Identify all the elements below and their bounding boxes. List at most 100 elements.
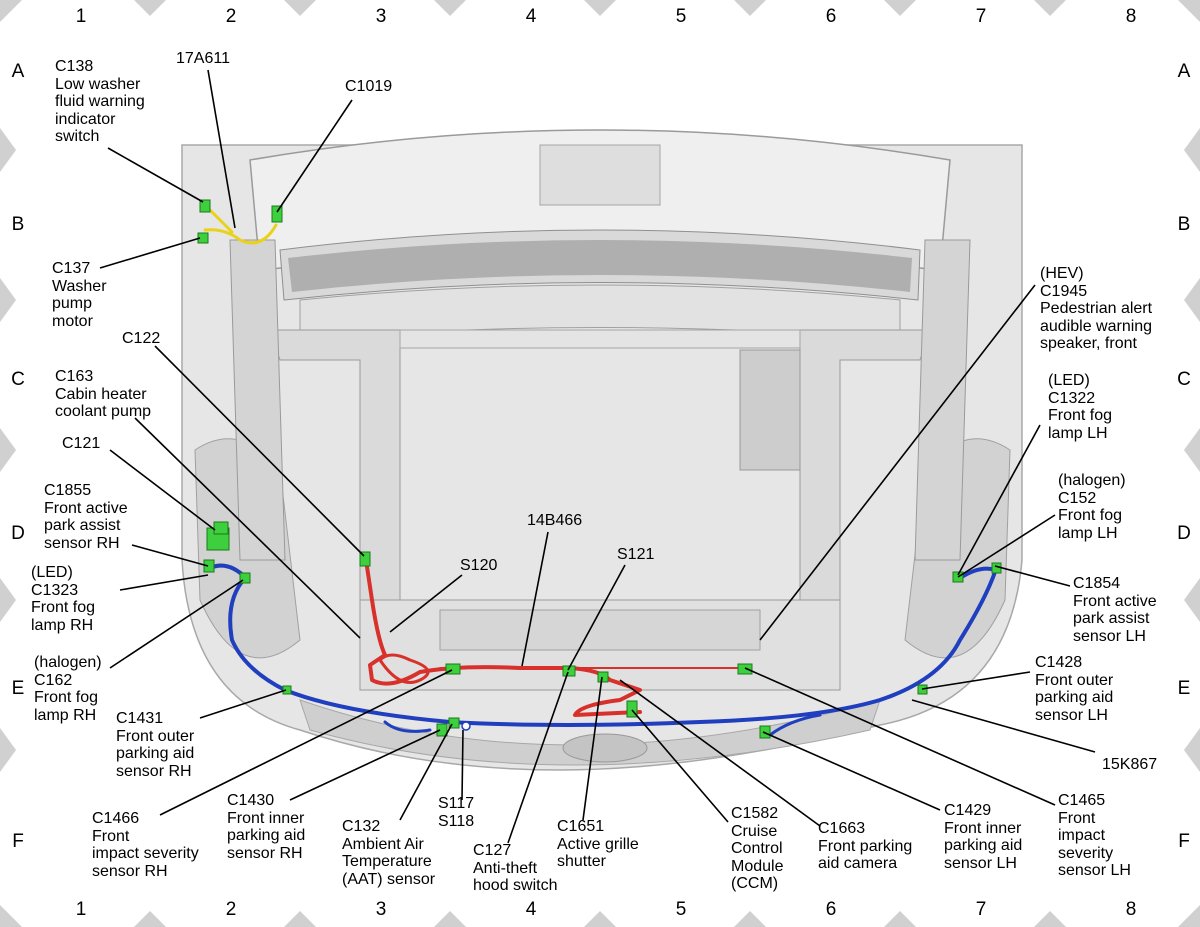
connector-c1466 bbox=[445, 663, 461, 675]
callout-c1019: C1019 bbox=[345, 78, 393, 95]
callout-17a611: 17A611 bbox=[176, 50, 230, 67]
grid-row-f-left: F bbox=[12, 831, 24, 852]
splice-s117 bbox=[461, 721, 471, 731]
grid-row-b-right: B bbox=[1177, 214, 1191, 235]
connector-c1430 bbox=[436, 723, 448, 737]
leader-c1431 bbox=[199, 689, 287, 719]
grid-col-3-bottom: 3 bbox=[375, 899, 387, 920]
callout-c1322: (LED) C1322 Front fog lamp LH bbox=[1048, 372, 1113, 442]
leader-c1663 bbox=[619, 679, 821, 827]
grid-col-1-top: 1 bbox=[75, 6, 87, 27]
leader-c1428 bbox=[921, 671, 1031, 690]
callout-15k867: 15K867 bbox=[1102, 756, 1158, 773]
callout-c163: C163 Cabin heater coolant pump bbox=[55, 368, 152, 420]
grid-row-d-left: D bbox=[11, 523, 25, 544]
grid-col-6-top: 6 bbox=[825, 6, 837, 27]
leader-c1465 bbox=[744, 667, 1056, 806]
callout-c1466: C1466 Front impact severity sensor RH bbox=[92, 810, 199, 880]
callout-c127: C127 Anti-theft hood switch bbox=[473, 842, 558, 894]
leader-c1429 bbox=[762, 731, 941, 811]
callout-c1431: C1431 Front outer parking aid sensor RH bbox=[116, 710, 195, 780]
connector-c162 bbox=[239, 572, 251, 584]
leader-c1651 bbox=[582, 676, 603, 821]
grid-row-c-right: C bbox=[1177, 369, 1191, 390]
callout-c1651: C1651 Active grille shutter bbox=[557, 818, 639, 870]
grid-col-4-top: 4 bbox=[525, 6, 537, 27]
callout-c1465: C1465 Front impact severity sensor LH bbox=[1058, 792, 1131, 879]
grid-row-c-left: C bbox=[11, 369, 25, 390]
grid-row-a-left: A bbox=[11, 61, 25, 82]
grid-row-e-right: E bbox=[1177, 678, 1191, 699]
grid-row-f-right: F bbox=[1178, 831, 1190, 852]
leader-c121 bbox=[109, 449, 216, 531]
leader-c1323 bbox=[119, 574, 209, 591]
grid-col-8-top: 8 bbox=[1125, 6, 1137, 27]
leader-c138 bbox=[107, 147, 204, 203]
connector-c1323 bbox=[203, 559, 215, 573]
leader-s121 bbox=[567, 564, 626, 671]
grid-col-2-top: 2 bbox=[225, 6, 237, 27]
leader-c1945 bbox=[759, 284, 1036, 641]
callout-c1429: C1429 Front inner parking aid sensor LH bbox=[944, 802, 1023, 872]
grid-row-a-right: A bbox=[1177, 61, 1191, 82]
grid-col-5-top: 5 bbox=[675, 6, 687, 27]
callout-c1323: (LED) C1323 Front fog lamp RH bbox=[31, 564, 96, 634]
connector-c1019 bbox=[271, 205, 283, 223]
leader-s117 bbox=[461, 729, 464, 801]
leader-c127 bbox=[507, 671, 569, 844]
grid-col-8-bottom: 8 bbox=[1125, 899, 1137, 920]
leader-17a611 bbox=[207, 69, 236, 229]
leader-c1322 bbox=[957, 424, 1041, 576]
leader-s120 bbox=[389, 574, 463, 633]
connector-c122 bbox=[359, 551, 371, 567]
callout-c138: C138 Low washer fluid warning indicator … bbox=[55, 58, 145, 145]
callout-c137: C137 Washer pump motor bbox=[52, 260, 107, 330]
grid-row-b-left: B bbox=[11, 214, 25, 235]
leader-c1855 bbox=[131, 544, 209, 567]
callout-c152: (halogen) C152 Front fog lamp LH bbox=[1058, 472, 1126, 542]
leader-c122 bbox=[154, 345, 365, 557]
leader-c163 bbox=[134, 417, 361, 639]
leader-c1854 bbox=[994, 565, 1071, 587]
leader-c1466 bbox=[159, 669, 453, 816]
connector-c1663 bbox=[737, 663, 753, 675]
connector-c127 bbox=[562, 665, 576, 677]
callout-c121: C121 bbox=[62, 435, 101, 452]
leader-c132 bbox=[399, 723, 453, 821]
connector-c1651 bbox=[597, 671, 609, 683]
callout-s117: S117 S118 bbox=[438, 795, 475, 830]
callout-c1663: C1663 Front parking aid camera bbox=[818, 820, 913, 872]
grid-col-7-bottom: 7 bbox=[975, 899, 987, 920]
harness-red-loop bbox=[378, 653, 430, 684]
callout-c122: C122 bbox=[122, 330, 161, 347]
grid-col-4-bottom: 4 bbox=[525, 899, 537, 920]
callout-c162: (halogen) C162 Front fog lamp RH bbox=[34, 654, 102, 724]
connector-c132 bbox=[448, 717, 460, 729]
leader-c162 bbox=[109, 579, 244, 669]
callout-c1430: C1430 Front inner parking aid sensor RH bbox=[227, 792, 306, 862]
leader-c137 bbox=[99, 237, 201, 269]
leader-15k867 bbox=[911, 699, 1096, 753]
callout-c1582: C1582 Cruise Control Module (CCM) bbox=[731, 805, 784, 892]
connector-c121 bbox=[213, 521, 229, 535]
callout-c1854: C1854 Front active park assist sensor LH bbox=[1073, 575, 1157, 645]
connector-c1429 bbox=[759, 725, 771, 739]
grid-col-7-top: 7 bbox=[975, 6, 987, 27]
grid-col-6-bottom: 6 bbox=[825, 899, 837, 920]
grid-row-e-left: E bbox=[11, 678, 25, 699]
harness-front-blue bbox=[228, 570, 997, 727]
leader-c1430 bbox=[289, 729, 441, 801]
connector-c1582 bbox=[626, 700, 638, 718]
connector-c1431 bbox=[282, 685, 292, 695]
harness-front-blue-loop-lh bbox=[768, 713, 822, 737]
grid-row-d-right: D bbox=[1177, 523, 1191, 544]
harness-front-blue-loop bbox=[383, 720, 432, 733]
connector-c138 bbox=[199, 199, 211, 213]
leader-c152 bbox=[957, 514, 1056, 578]
callout-c1428: C1428 Front outer parking aid sensor LH bbox=[1035, 654, 1114, 724]
callout-c1945: (HEV) C1945 Pedestrian alert audible war… bbox=[1040, 265, 1153, 352]
grid-col-5-bottom: 5 bbox=[675, 899, 687, 920]
